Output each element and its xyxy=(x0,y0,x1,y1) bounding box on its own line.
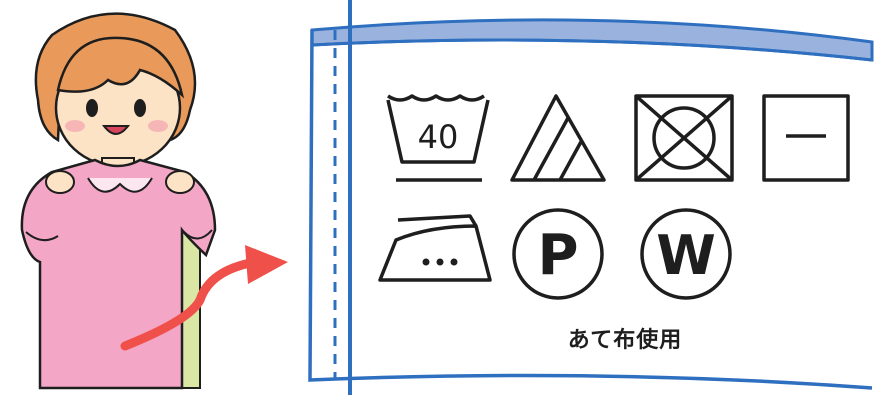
wash-tub-icon: 40 xyxy=(386,94,490,182)
line-dry-flat-icon xyxy=(762,94,850,182)
bleach-triangle-icon xyxy=(510,94,606,182)
wetclean-letter: W xyxy=(656,224,716,287)
no-tumble-dry-icon xyxy=(634,94,734,182)
girl-illustration xyxy=(20,12,217,390)
wetclean-w-icon: W xyxy=(640,208,732,300)
wash-temperature: 40 xyxy=(418,118,459,156)
dryclean-letter: P xyxy=(537,223,578,288)
care-label-tag xyxy=(308,0,874,395)
dryclean-p-icon: P xyxy=(512,208,604,300)
iron-medium-icon xyxy=(378,214,492,282)
iron-note-caption: あて布使用 xyxy=(567,328,683,353)
arrow-icon xyxy=(120,245,288,351)
